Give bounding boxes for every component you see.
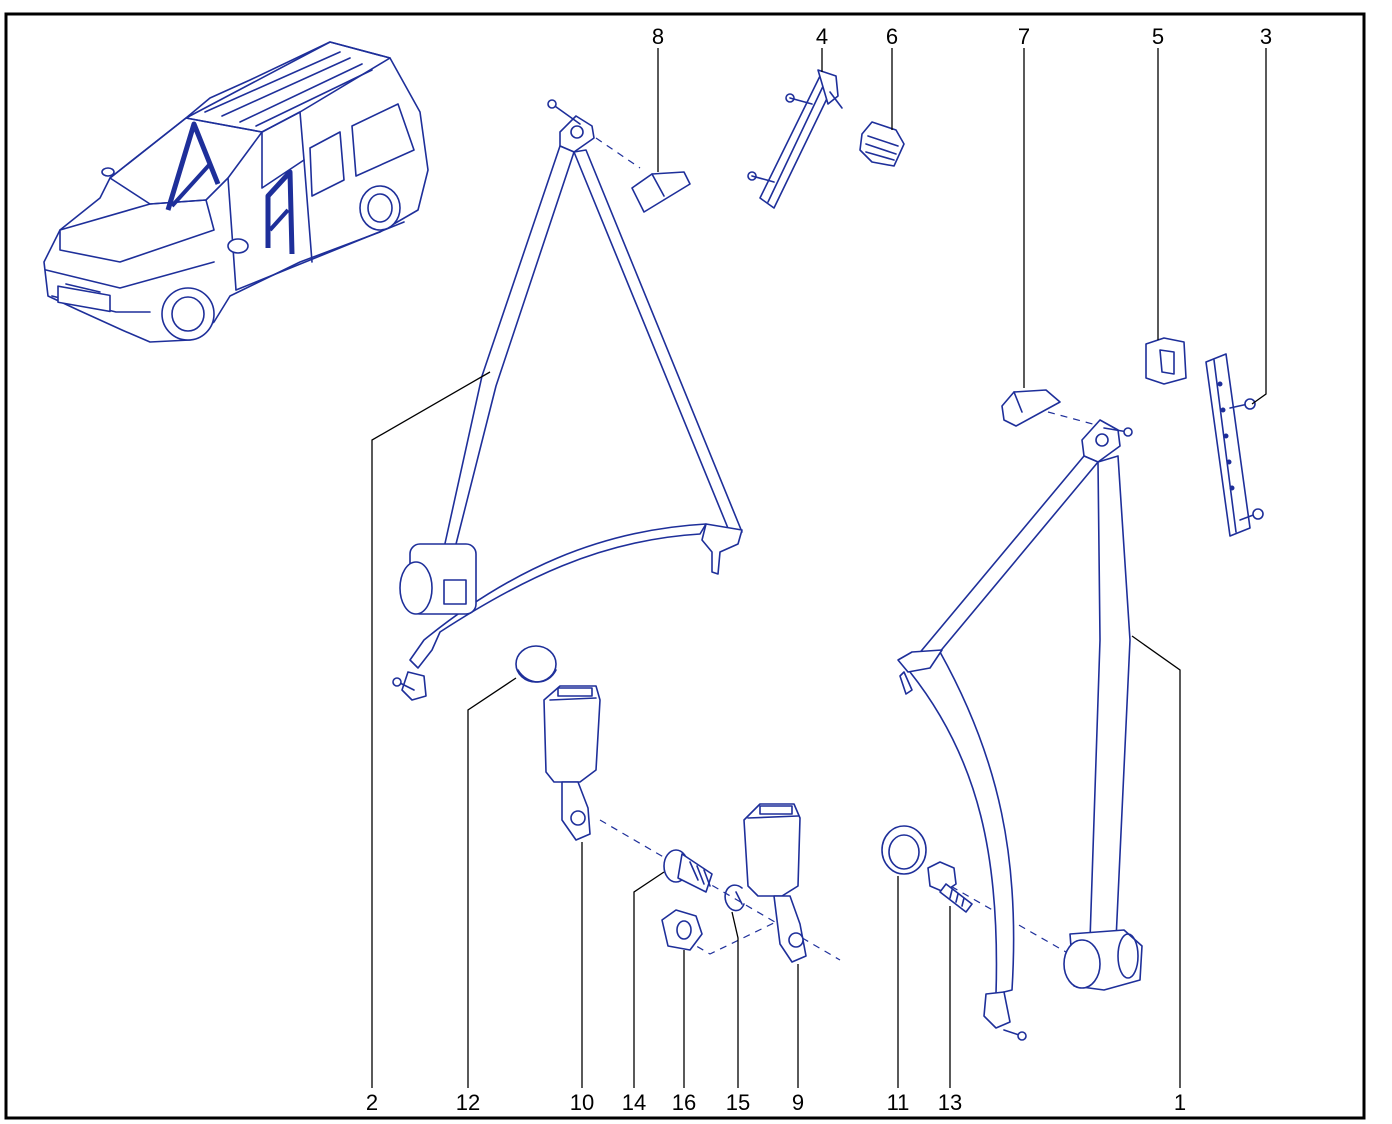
callout-13: 13 [938,1090,962,1115]
part-3-anchor-bracket [1205,353,1264,537]
part-9-buckle [743,803,807,963]
callout-5: 5 [1152,24,1164,49]
part-12-bolt-cap [515,645,557,683]
callout-7: 7 [1018,24,1030,49]
callout-15: 15 [726,1090,750,1115]
callout-3: 3 [1260,24,1272,49]
callout-14: 14 [622,1090,646,1115]
callout-6: 6 [886,24,898,49]
callout-8: 8 [652,24,664,49]
part-15-spacer [724,884,745,912]
leader-lines [371,48,1267,1088]
part-13-bolt [927,861,973,913]
callout-2: 2 [366,1090,378,1115]
part-5-clip [1145,337,1187,385]
part-4-height-adjuster [747,69,843,209]
callout-11: 11 [887,1090,910,1115]
callout-10: 10 [570,1090,594,1115]
callout-1: 1 [1174,1090,1186,1115]
part-6-trim-clip [859,121,905,167]
part-11-bolt-cap [881,825,927,875]
callout-16: 16 [672,1090,696,1115]
part-7-anchor-cover [1001,389,1061,427]
part-16-nut [661,909,703,951]
part-14-bolt [663,849,713,893]
part-10-buckle [543,685,601,841]
callout-4: 4 [816,24,828,49]
diagram-border [4,12,1366,1120]
vehicle-illustration [43,41,429,343]
part-8-anchor-cover [631,171,691,213]
callout-12: 12 [456,1090,480,1115]
callout-9: 9 [792,1090,804,1115]
part-1-seat-belt-right [897,419,1143,1041]
part-2-seat-belt-left [392,99,743,701]
callout-labels: 8 4 6 7 5 3 2 12 10 14 16 15 9 11 13 1 [366,24,1272,1115]
